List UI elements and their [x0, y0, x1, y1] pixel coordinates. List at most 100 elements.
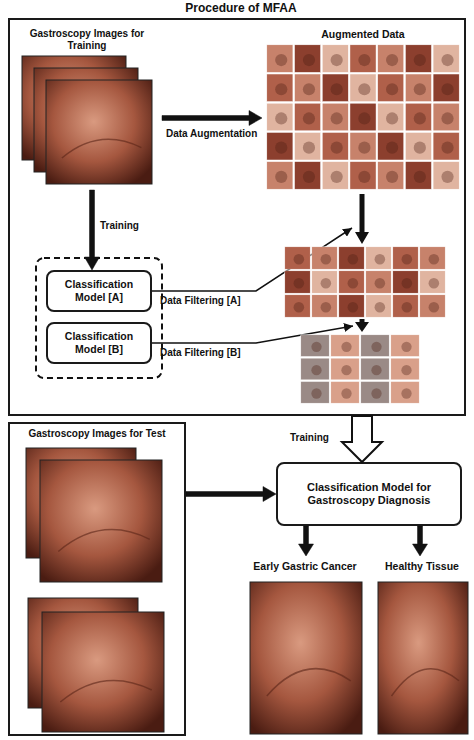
augmented-tile	[378, 103, 404, 131]
image-group: Augmented Data	[262, 24, 464, 192]
tile-shade	[294, 302, 305, 313]
augmented-tile	[366, 247, 391, 269]
tile-shade	[386, 83, 398, 95]
endoscopy-photo	[250, 582, 362, 734]
mucosa-fold	[60, 680, 152, 702]
tile-shade	[414, 112, 426, 124]
node-label: Healthy Tissue	[374, 556, 470, 573]
image-group: Healthy Tissue	[374, 556, 470, 738]
tile-shade	[331, 171, 343, 183]
augmented-tile	[361, 335, 389, 357]
tile-shade	[358, 54, 370, 66]
tile-shade	[358, 142, 370, 154]
augmented-tile	[322, 74, 348, 102]
augmented-tile	[433, 45, 459, 73]
image-group: Early Gastric Cancer	[240, 556, 370, 738]
tile-shade	[321, 278, 332, 289]
tile-shade	[311, 365, 321, 375]
augmented-tile	[301, 358, 329, 380]
augmented-tile	[378, 162, 404, 190]
flow-arrow	[413, 526, 428, 556]
augmented-tile	[405, 45, 431, 73]
tile-shade	[402, 302, 413, 313]
node-label: Gastroscopy Images for Test	[10, 424, 184, 440]
frame-heading: Procedure of MFAA	[10, 1, 472, 15]
tile-shade	[401, 365, 411, 375]
augmented-tile	[350, 132, 376, 160]
augmented-tile	[301, 335, 329, 357]
tile-shade	[371, 365, 381, 375]
augmented-tile	[433, 103, 459, 131]
augmented-tile	[350, 103, 376, 131]
tile-shade	[402, 278, 413, 289]
augmented-tile	[295, 74, 321, 102]
tile-shade	[348, 278, 359, 289]
tile-shade	[414, 54, 426, 66]
tile-shade	[321, 254, 332, 265]
tile-shade	[348, 302, 359, 313]
tile-shade	[341, 365, 351, 375]
tile-shade	[375, 254, 386, 265]
augmented-tile	[350, 74, 376, 102]
image-group: Gastroscopy Images for Test	[8, 422, 186, 736]
tile-shade	[275, 142, 287, 154]
tile-shade	[321, 302, 332, 313]
augmented-tile	[366, 271, 391, 293]
augmented-tile	[433, 132, 459, 160]
tile-shade	[275, 54, 287, 66]
tile-shade	[331, 142, 343, 154]
node-label: Gastroscopy Images for Training	[12, 24, 162, 52]
mucosa-fold	[58, 530, 150, 552]
augmented-tile	[267, 45, 293, 73]
tile-shade	[401, 342, 411, 352]
tile-shade	[386, 54, 398, 66]
node-label: Augmented Data	[262, 24, 464, 41]
model-group-bracket	[36, 258, 162, 378]
mucosa-fold	[392, 669, 460, 696]
tile-shade	[414, 142, 426, 154]
tile-shade	[441, 83, 453, 95]
augmented-tile	[378, 74, 404, 102]
tile-shade	[303, 171, 315, 183]
tile-shade	[275, 112, 287, 124]
augmented-tile	[361, 358, 389, 380]
tile-shade	[371, 388, 381, 398]
augmented-tile	[420, 271, 445, 293]
tile-shade	[303, 142, 315, 154]
augmented-tile	[285, 271, 310, 293]
augmented-tile	[393, 247, 418, 269]
flow-arrow	[355, 194, 369, 244]
tile-shade	[348, 254, 359, 265]
tile-shade	[358, 112, 370, 124]
tile-shade	[441, 142, 453, 154]
augmented-tile	[391, 358, 419, 380]
tile-shade	[358, 83, 370, 95]
flow-arrow	[355, 319, 369, 332]
flow-arrow	[299, 526, 314, 556]
tile-shade	[275, 171, 287, 183]
tile-shade	[386, 112, 398, 124]
tile-shade	[429, 302, 440, 313]
augmented-tile	[267, 74, 293, 102]
endoscopy-photo	[40, 460, 162, 582]
augmented-tile	[433, 74, 459, 102]
augmented-tile	[393, 271, 418, 293]
edge-label: Data Augmentation	[166, 128, 257, 139]
tile-shade	[429, 254, 440, 265]
photo-layer	[22, 45, 468, 734]
node-label: Early Gastric Cancer	[240, 556, 370, 573]
tile-shade	[375, 278, 386, 289]
augmented-tile	[361, 381, 389, 403]
augmented-tile	[312, 271, 337, 293]
tile-shade	[275, 83, 287, 95]
mucosa-fold	[267, 669, 351, 696]
edge-label: Training	[290, 432, 329, 443]
tile-shade	[303, 83, 315, 95]
augmented-tile	[322, 103, 348, 131]
augmented-tile	[285, 295, 310, 317]
augmented-tile	[295, 103, 321, 131]
tile-shade	[331, 83, 343, 95]
augmented-tile	[322, 162, 348, 190]
image-group: Gastroscopy Images for Training	[12, 24, 162, 190]
